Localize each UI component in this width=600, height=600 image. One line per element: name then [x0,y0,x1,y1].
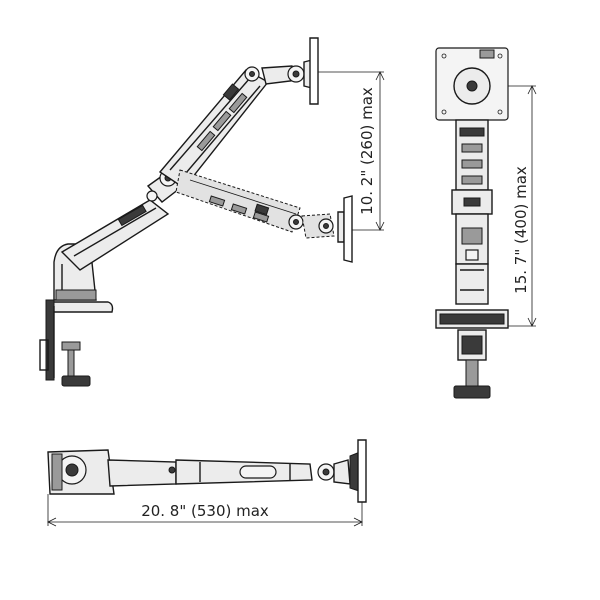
reach-dimension [47,494,363,527]
front-view [435,47,537,399]
desk-clamp-front [435,309,509,399]
vesa-plate [435,47,509,121]
base-top [47,449,115,495]
side-view [39,37,385,387]
desk-clamp-side [39,299,114,387]
upper-arm-raised [158,66,270,189]
arm-travel-dimension [318,71,385,231]
tilt-head-lowered [301,195,353,263]
lower-arm-side [60,199,170,271]
upper-arm-top [175,459,313,485]
arm-travel-label: 10. 2" (260) max [358,87,376,215]
top-view [47,439,367,527]
height-dimension [508,85,537,327]
tilt-head-raised [261,37,319,105]
tilt-head-top [317,439,367,503]
arm-column-front [451,119,493,305]
reach-label: 20. 8" (530) max [141,502,269,520]
upper-arm-lowered [175,169,304,233]
height-label: 15. 7" (400) max [512,166,530,294]
